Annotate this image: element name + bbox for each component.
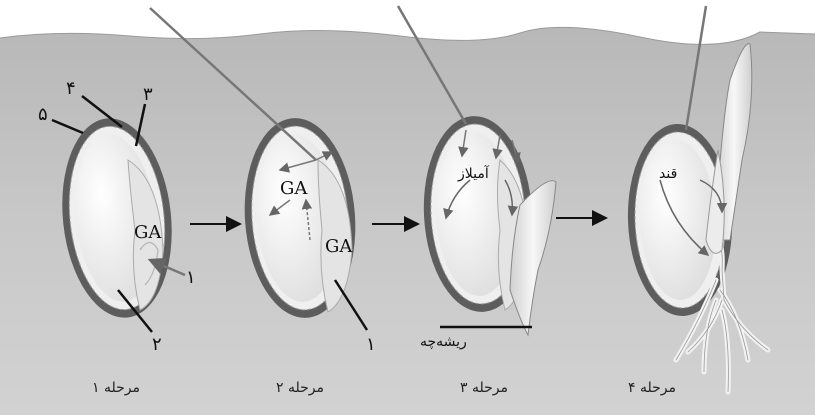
label-ga-stage1: GA: [134, 222, 162, 243]
stage-label-1: مرحله ۱: [92, 380, 140, 396]
label-ga-stage2-top: GA: [280, 178, 308, 199]
label-1: ۱: [186, 267, 196, 288]
label-sugar: قند: [659, 166, 677, 182]
label-amylase: آمیلاز: [457, 165, 490, 182]
label-ga-stage2-bottom: GA: [325, 236, 353, 257]
label-2: ۲: [152, 334, 162, 355]
stage-label-2: مرحله ۲: [276, 380, 324, 396]
label-5: ۵: [38, 104, 48, 125]
stage-label-3: مرحله ۳: [460, 380, 508, 396]
label-radicle: ریشه‌چه: [420, 334, 467, 350]
stage-label-4: مرحله ۴: [628, 380, 676, 396]
label-1-stage2: ۱: [366, 334, 376, 355]
label-3: ۳: [143, 84, 153, 105]
label-4: ۴: [66, 78, 76, 99]
